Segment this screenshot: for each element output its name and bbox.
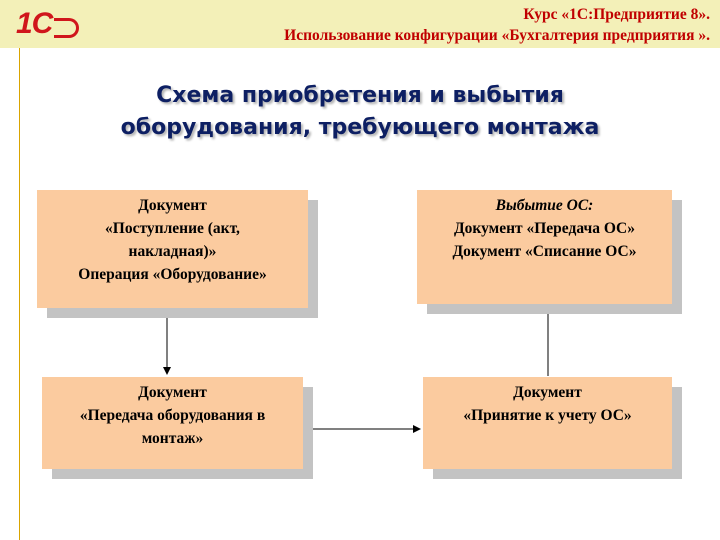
receipt-line-2: «Поступление (акт, — [105, 220, 240, 237]
receipt-line-4: Операция «Оборудование» — [78, 266, 267, 283]
receipt-line-1: Документ — [138, 197, 207, 214]
left-rule — [19, 48, 20, 540]
disposal-line-2: Документ «Передача ОС» — [453, 220, 636, 237]
header-band — [0, 0, 720, 48]
1c-logo: 1C — [10, 6, 80, 42]
disposal-line-1: Выбытие ОС: — [495, 197, 594, 214]
acceptance-box: Документ «Принятие к учету ОС» — [423, 377, 672, 469]
slide-title-line-1: Схема приобретения и выбытия — [156, 83, 564, 108]
transfer-line-3: монтаж» — [141, 430, 204, 447]
disposal-box: Выбытие ОС: Документ «Передача ОС» Докум… — [417, 190, 672, 304]
slide-title-line-2: оборудования, требующего монтажа — [120, 115, 600, 140]
logo-mark-icon — [54, 18, 79, 38]
course-title: Курс «1С:Предприятие 8». — [523, 6, 710, 23]
course-subtitle: Использование конфигурации «Бухгалтерия … — [284, 27, 710, 44]
transfer-line-2: «Передача оборудования в — [79, 407, 266, 424]
slide-title: Схема приобретения и выбытия оборудовани… — [0, 80, 720, 144]
transfer-line-1: Документ — [138, 384, 207, 401]
course-header: Курс «1С:Предприятие 8». Использование к… — [284, 4, 710, 46]
disposal-line-3: Документ «Списание ОС» — [452, 243, 637, 260]
receipt-line-3: накладная)» — [128, 243, 217, 260]
acceptance-line-2: «Принятие к учету ОС» — [463, 407, 632, 424]
logo-text: 1C — [16, 7, 53, 40]
transfer-mounting-box: Документ «Передача оборудования в монтаж… — [42, 377, 303, 469]
receipt-document-box: Документ «Поступление (акт, накладная)» … — [37, 190, 308, 308]
acceptance-line-1: Документ — [513, 384, 582, 401]
